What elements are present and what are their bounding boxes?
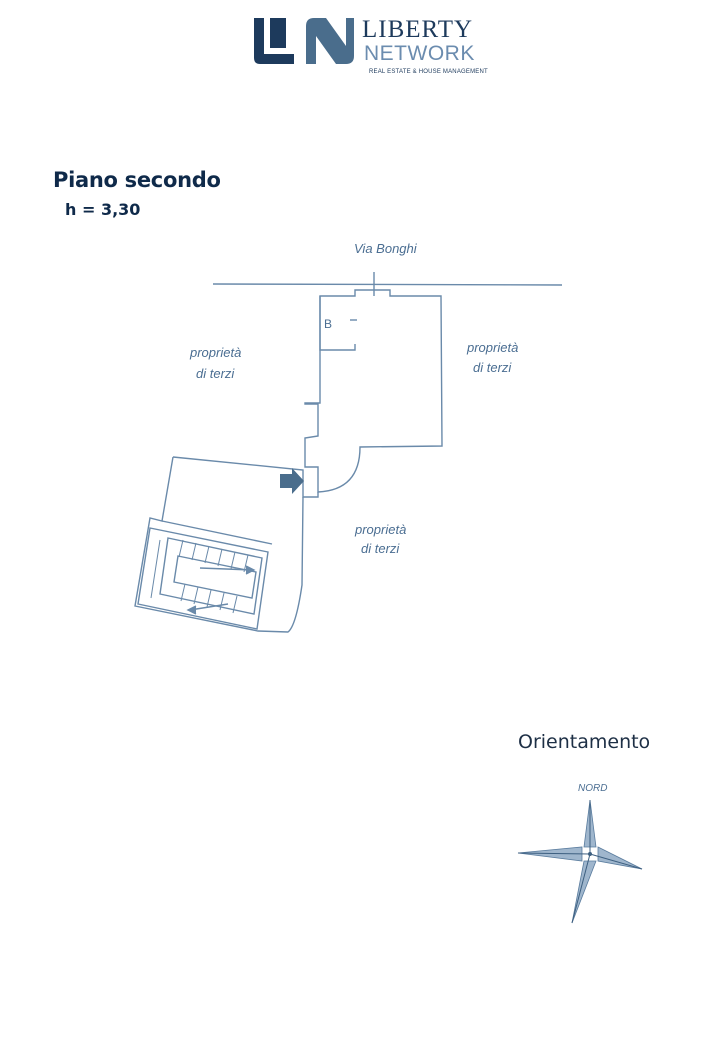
floor-height: h = 3,30	[65, 200, 141, 219]
orientation-label: Orientamento	[518, 731, 651, 753]
neighbor-1-line1: proprietà	[189, 345, 241, 360]
street-label: Via Bonghi	[354, 241, 418, 256]
lower-unit-outline	[134, 456, 304, 633]
room-b-outline	[319, 296, 356, 351]
neighbor-1-line2: di terzi	[196, 366, 235, 381]
liberty-network-logo-mark	[254, 18, 354, 64]
brand-logo: LIBERTY NETWORK REAL ESTATE & HOUSE MANA…	[250, 16, 495, 80]
compass-rose-icon: NORD	[517, 783, 643, 924]
brand-tagline: REAL ESTATE & HOUSE MANAGEMENT	[369, 69, 488, 75]
brand-name-line2: NETWORK	[364, 42, 475, 65]
upper-unit-outline	[304, 289, 443, 493]
floor-title: Piano secondo	[53, 168, 221, 192]
neighbor-3-line1: proprietà	[354, 522, 406, 537]
stairs-outline	[137, 527, 269, 630]
entrance-arrow-icon	[280, 468, 304, 494]
stair-arrow-down	[189, 603, 229, 611]
neighbor-3-line2: di terzi	[361, 541, 400, 556]
north-label: NORD	[578, 783, 607, 794]
room-label: B	[324, 317, 332, 331]
brand-name-line1: LIBERTY	[362, 16, 474, 43]
street-line	[212, 283, 563, 286]
stair-arrow-up	[199, 567, 253, 571]
neighbor-2-line1: proprietà	[466, 340, 518, 355]
neighbor-2-line2: di terzi	[473, 360, 512, 375]
floor-plan: Via Bonghi B proprietà di terzi propriet…	[134, 241, 563, 633]
